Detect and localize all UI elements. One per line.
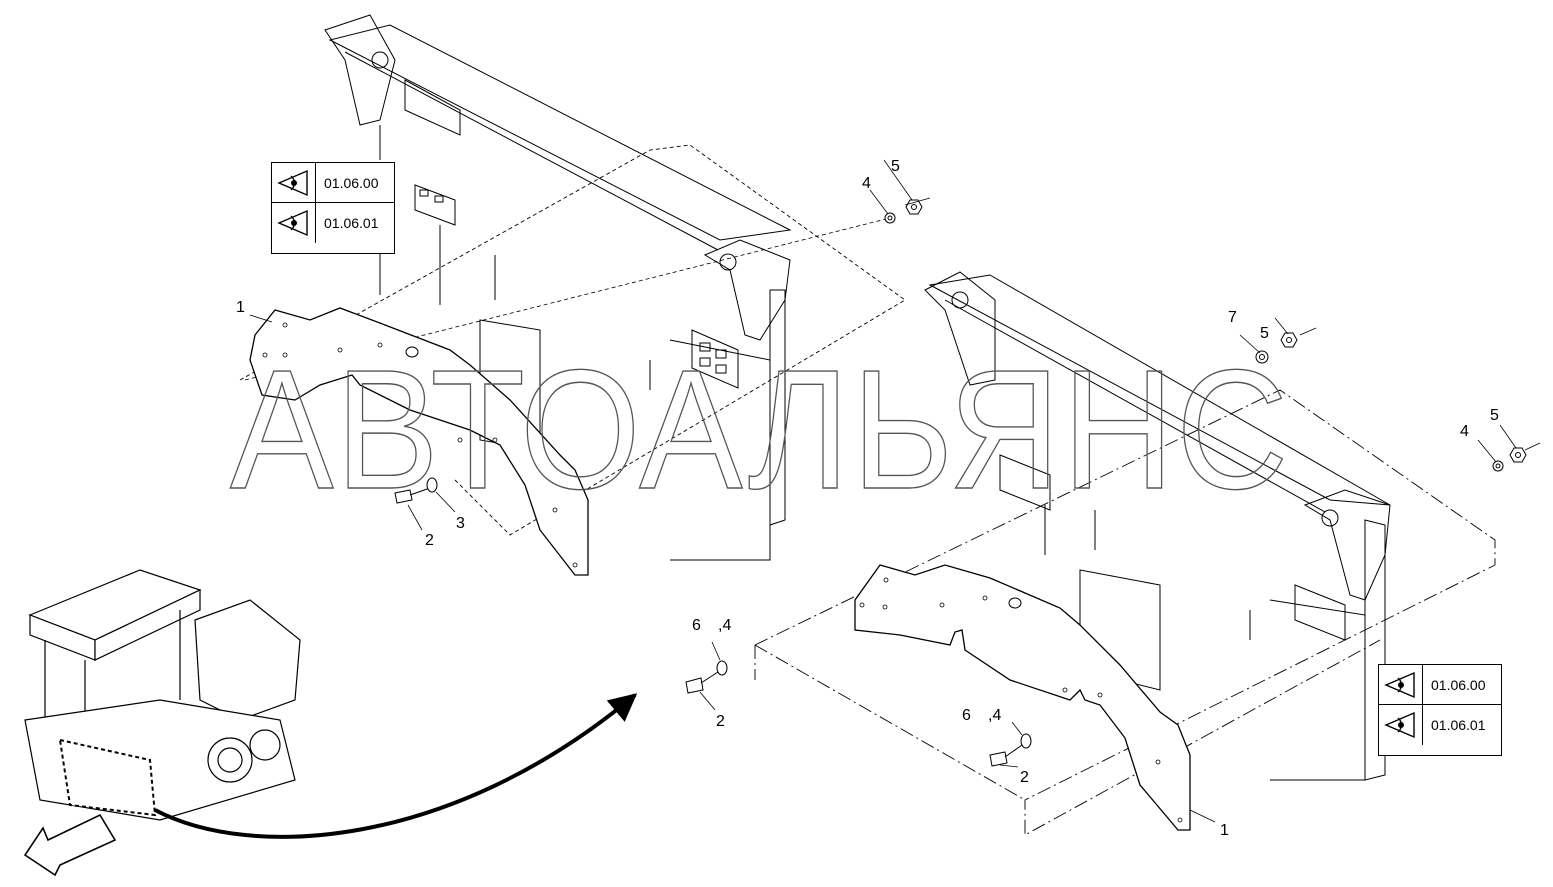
callout-top-2: 2 — [425, 532, 434, 549]
callout-bottom-6a: 6 — [692, 617, 701, 634]
eye-view-icon — [272, 203, 316, 243]
upper-right-bracket — [703, 239, 791, 341]
callout-bottom-4b: ,4 — [988, 707, 1001, 724]
callout-top-4: 4 — [862, 175, 871, 192]
callout-top-5: 5 — [891, 158, 900, 175]
upper-left-bracket — [324, 14, 396, 126]
lower-dashdot-envelope — [754, 389, 1496, 836]
lower-part-1-bracket — [854, 564, 1191, 831]
paver-machine-thumbnail — [24, 569, 301, 821]
reference-code: 01.06.00 — [1431, 676, 1486, 693]
reference-row[interactable]: 01.06.01 — [1379, 705, 1501, 745]
view-direction-arrow — [23, 813, 117, 877]
lower-part-1-holes — [859, 577, 1183, 823]
eye-view-icon — [1379, 705, 1423, 745]
upper-crossbeam — [328, 24, 792, 241]
eye-view-icon — [272, 163, 316, 202]
callout-top-1: 1 — [236, 299, 245, 316]
callout-bottom-5b: 5 — [1490, 407, 1499, 424]
reference-row[interactable]: 01.06.00 — [1379, 665, 1501, 705]
eye-view-icon — [1379, 665, 1423, 704]
callout-bottom-4: 4 — [1460, 423, 1469, 440]
reference-row[interactable]: 01.06.01 — [272, 203, 394, 243]
location-pointer-arrow — [154, 693, 638, 839]
upper-dashed-envelope — [239, 144, 906, 536]
reference-box-top: 01.06.00 01.06.01 — [271, 162, 395, 254]
reference-code: 01.06.01 — [1431, 717, 1486, 733]
upper-part-1-holes — [262, 322, 578, 568]
lower-fasteners — [685, 332, 1527, 767]
reference-box-bottom: 01.06.00 01.06.01 — [1378, 664, 1502, 756]
callouts: 1 2 3 4 5 1 2 2 4 5 5 6 ,4 6 ,4 7 — [236, 158, 1499, 839]
callout-bottom-1: 1 — [1220, 822, 1229, 839]
callout-bottom-5a: 5 — [1260, 325, 1269, 342]
reference-code: 01.06.00 — [324, 174, 379, 191]
reference-row[interactable]: 01.06.00 — [272, 163, 394, 203]
lower-right-bracket — [1303, 489, 1391, 601]
lower-left-bracket — [924, 271, 996, 386]
callout-bottom-4a: ,4 — [718, 617, 731, 634]
upper-part-1-bracket — [249, 307, 589, 576]
lower-assembly — [924, 271, 1391, 781]
callout-bottom-2a: 2 — [716, 713, 725, 730]
callout-bottom-2b: 2 — [1020, 769, 1029, 786]
callout-bottom-6b: 6 — [962, 707, 971, 724]
callout-bottom-7: 7 — [1228, 309, 1237, 326]
callout-top-3: 3 — [456, 515, 465, 532]
reference-code: 01.06.01 — [324, 215, 379, 231]
watermark-text: АВТОАЛЬЯНС — [230, 335, 1290, 525]
